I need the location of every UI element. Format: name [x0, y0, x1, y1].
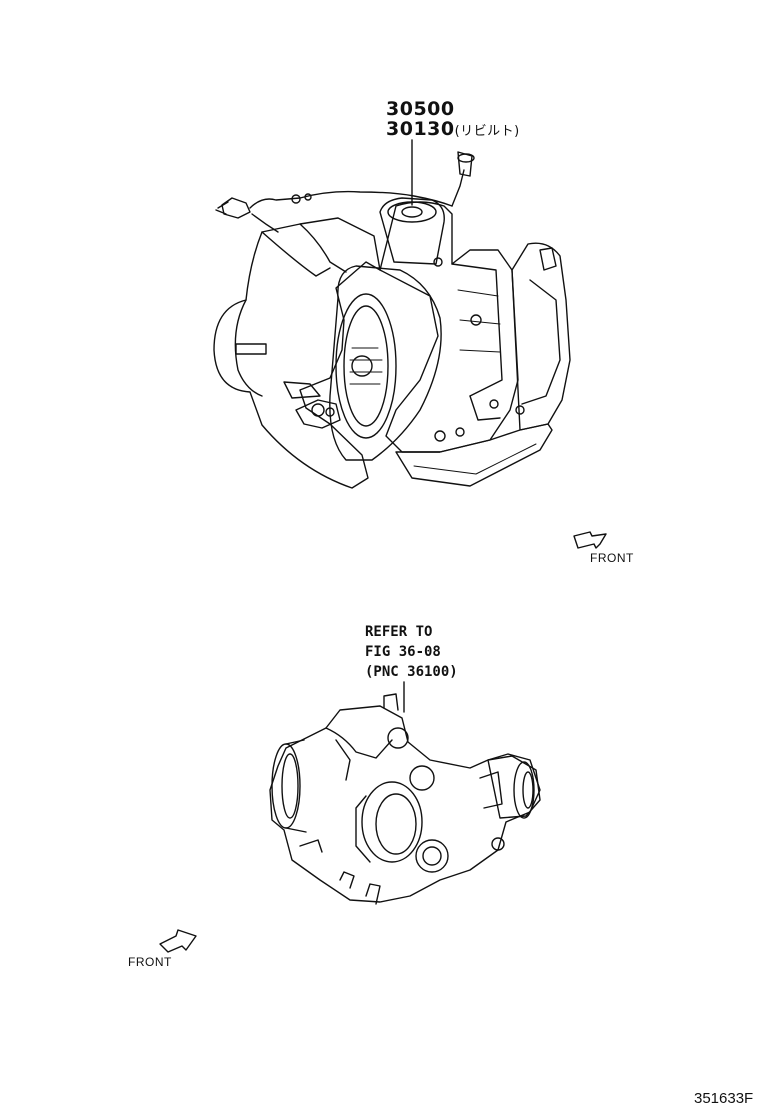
part-number-30500[interactable]: 30500	[386, 98, 455, 120]
right-output-flange	[513, 761, 535, 819]
front-arrow-top	[573, 531, 607, 549]
filler-neck	[379, 197, 445, 265]
input-shaft	[351, 355, 373, 377]
front-label-bottom: FRONT	[128, 955, 172, 969]
transfer-assembly-illustration	[269, 681, 541, 905]
transmission-case	[379, 201, 519, 453]
front-label-top: FRONT	[590, 551, 634, 565]
connector-plug	[221, 197, 251, 219]
part-number-30130-code: 30130	[386, 118, 455, 140]
transfer-housing	[269, 705, 541, 903]
pnc-reference[interactable]: (PNC 36100)	[365, 664, 458, 680]
figure-reference-link[interactable]: FIG 36-08	[365, 644, 441, 660]
front-arrow-bottom	[159, 929, 197, 953]
top-boss	[387, 727, 409, 749]
converter-ring	[335, 293, 397, 439]
side-cover	[511, 242, 571, 431]
bell-housing	[213, 217, 381, 489]
center-output-port	[361, 781, 423, 863]
part-number-30130-suffix: (リビルト)	[454, 124, 520, 139]
shift-lever	[283, 381, 321, 399]
transaxle-assembly-illustration	[213, 139, 571, 489]
part-number-30130[interactable]: 30130(リビルト)	[386, 120, 520, 139]
converter-housing	[329, 265, 442, 461]
mount-bracket	[295, 399, 341, 429]
left-output-flange	[271, 743, 301, 829]
sensor-cable	[249, 190, 453, 209]
figure-code: 351633F	[694, 1090, 754, 1107]
oil-pan	[395, 423, 553, 487]
refer-to-line: REFER TO	[365, 624, 433, 640]
